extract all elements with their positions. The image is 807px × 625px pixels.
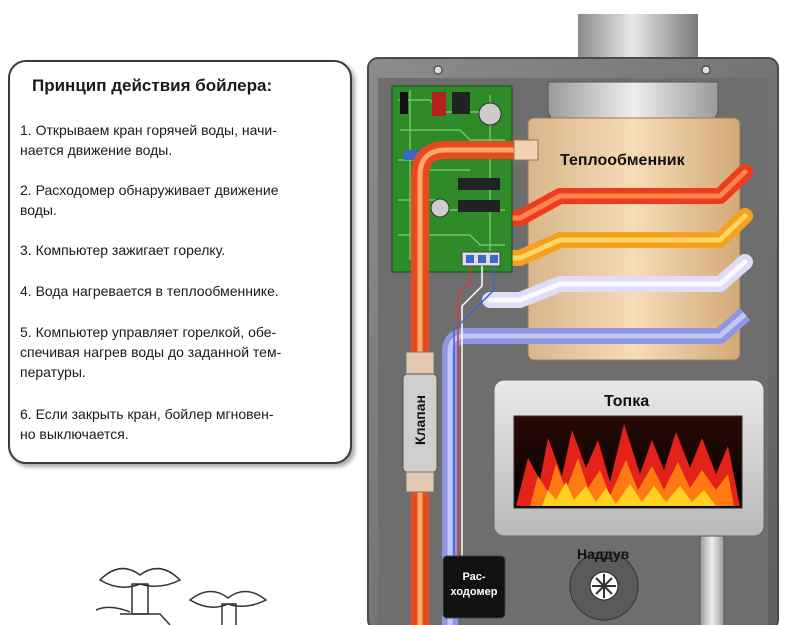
step-4: 4. Вода нагревается в теплообменнике. (20, 283, 279, 299)
flowmeter (442, 555, 506, 619)
valve-collar (405, 471, 435, 493)
heat-exchanger-label: Теплообменник (560, 152, 685, 169)
info-title: Принцип действия бойлера: (32, 76, 273, 95)
gas-pipe (699, 535, 725, 625)
screw-icon (701, 65, 711, 75)
pipe-connector (513, 139, 539, 161)
faucet-icon (95, 567, 268, 625)
blower-label: Наддув (577, 546, 630, 562)
step-5: 5. Компьютер управляет горелкой, обе- сп… (20, 324, 282, 380)
info-box: Принцип действия бойлера: 1. Открываем к… (8, 60, 352, 464)
step-6: 6. Если закрыть кран, бойлер мгновен- но… (20, 406, 274, 442)
flames (516, 424, 740, 506)
flowmeter-label: Рас- ходомер (450, 571, 498, 598)
step-2: 2. Расходомер обнаруживает движение воды… (20, 182, 279, 218)
valve-collar (405, 351, 435, 375)
step-1: 1. Открываем кран горячей воды, начи- на… (20, 122, 277, 158)
screw-icon (433, 65, 443, 75)
wire-red (457, 266, 471, 560)
step-3: 3. Компьютер зажигает горелку. (20, 242, 226, 258)
wire-blue (453, 266, 495, 560)
furnace-label: Топка (604, 393, 650, 410)
heat-exchanger-cap (547, 81, 719, 123)
wire-white (461, 266, 483, 560)
valve-label: Клапан (412, 395, 428, 445)
